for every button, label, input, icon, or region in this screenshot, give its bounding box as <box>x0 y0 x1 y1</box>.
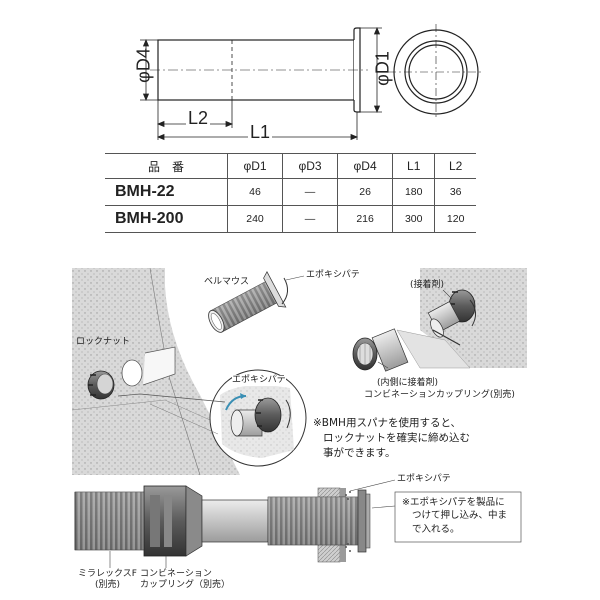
label-locknut: ロックナット <box>76 337 131 347</box>
label-mirarex-line-1: ミラレックスF <box>78 569 137 579</box>
d4-dimension-line <box>140 38 158 102</box>
label-mirarex: ミラレックスF (別売) <box>78 569 137 592</box>
header-model: 品 番 <box>105 153 228 179</box>
bellmouth-pipe <box>208 271 287 333</box>
sleeve-front-view <box>388 24 484 120</box>
label-adhesive: (接着剤) <box>410 280 445 290</box>
header-d3: φD3 <box>282 153 339 179</box>
zoom-detail-circle <box>209 369 307 467</box>
header-d4: φD4 <box>337 153 394 179</box>
model-cell: BMH-200 <box>105 205 228 233</box>
putty-note-line-2: つけて押し込み、中ま <box>412 510 508 522</box>
table-cell: — <box>282 178 339 206</box>
label-epoxy-putty-zoom: エポキシパテ <box>232 375 286 387</box>
label-combo-bottom-line-2: カップリング（別売） <box>140 580 231 591</box>
table-cell: 120 <box>434 205 476 233</box>
label-mirarex-line-2: (別売) <box>94 580 120 591</box>
table-cell: 216 <box>337 205 394 233</box>
label-bellmouth: ベルマウス <box>204 277 250 287</box>
label-epoxy-putty-top: エポキシパテ <box>306 270 360 280</box>
locknut-shape <box>87 370 115 400</box>
table-row: BMH-22 46 — 26 180 36 <box>105 178 476 206</box>
combination-coupling-middle <box>352 328 409 372</box>
installation-illustration <box>71 267 527 476</box>
table-cell: 36 <box>434 178 476 206</box>
d4-label: φD4 <box>133 48 154 83</box>
wall-mounted-coupling <box>427 289 476 346</box>
table-cell: 240 <box>226 205 284 233</box>
table-cell: 26 <box>337 178 394 206</box>
label-inner-adhesive: (内側に接着剤) <box>377 378 439 388</box>
header-l1: L1 <box>392 153 436 179</box>
spec-table: 品 番 φD1 φD3 φD4 L1 L2 BMH-22 46 — 26 180… <box>105 153 476 233</box>
header-d1: φD1 <box>226 153 284 179</box>
label-combination-coupling: コンビネーションカップリング(別売) <box>364 390 515 400</box>
l1-label: L1 <box>248 122 273 143</box>
table-cell: 180 <box>392 178 436 206</box>
header-l2: L2 <box>434 153 476 179</box>
table-cell: 300 <box>392 205 436 233</box>
table-cell: — <box>282 205 339 233</box>
spanner-note: ※BMH用スパナを使用すると、 ロックナットを確実に締め込む 事ができます。 <box>313 416 470 462</box>
putty-note-line-1: ※エポキシパテを製品に <box>402 497 505 508</box>
label-combo-bottom-line-1: コンビネーション <box>140 569 212 579</box>
label-combination-coupling-bottom: コンビネーション カップリング（別売） <box>140 569 230 592</box>
table-header-row: 品 番 φD1 φD3 φD4 L1 L2 <box>105 153 476 179</box>
putty-note-line-3: で入れる。 <box>412 523 460 535</box>
putty-note: ※エポキシパテを製品に つけて押し込み、中ま で入れる。 <box>402 496 507 536</box>
putty-note-box <box>394 491 522 543</box>
table-cell: 46 <box>226 178 284 206</box>
d1-dimension-line <box>360 26 382 114</box>
sleeve-side-view <box>150 27 368 113</box>
table-row: BMH-200 240 — 216 300 120 <box>105 205 476 233</box>
model-cell: BMH-22 <box>105 178 228 206</box>
spanner-note-line-3: 事ができます。 <box>323 447 396 460</box>
spanner-note-line-2: ロックナットを確実に締め込む <box>323 432 470 445</box>
label-epoxy-putty-bottom: エポキシパテ <box>397 474 451 484</box>
l2-label: L2 <box>186 108 211 129</box>
d1-label: φD1 <box>372 51 393 86</box>
spanner-note-line-1: ※BMH用スパナを使用すると、 <box>313 417 462 429</box>
bottom-cross-section <box>74 479 396 568</box>
